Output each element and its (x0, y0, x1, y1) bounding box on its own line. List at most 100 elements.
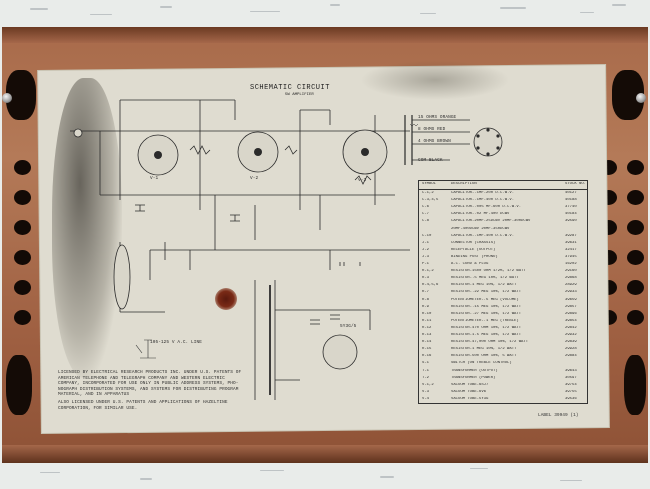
row-symbol: R-4,5,6 (422, 283, 439, 288)
row-stock: 29160 (565, 269, 577, 274)
ac-line-caption: 105-125 V A.C. LINE (150, 340, 202, 345)
header-stock: STOCK NO. (565, 182, 587, 186)
row-stock: 39854 (565, 318, 577, 323)
row-stock: 40184 (565, 212, 577, 217)
row-stock: 29839 (565, 340, 577, 345)
output-common: COM BLACK (418, 158, 443, 163)
row-symbol: R-1,2 (422, 269, 434, 274)
row-description: CAPACITOR-.1MF-400 D.C.W.V. (451, 233, 515, 238)
row-stock: 29868 (565, 276, 577, 281)
surface-speck (40, 472, 60, 473)
row-stock: 29932 (565, 333, 577, 337)
row-symbol: C-10 (422, 233, 432, 238)
row-symbol: C-1,2 (422, 191, 434, 195)
row-symbol: C-8 (422, 219, 430, 224)
row-description: RESISTOR-500 OHM 10%, 5 WATT (451, 354, 517, 359)
row-description: RECEPTACLE (OUTPUT) (451, 247, 496, 252)
label-part-code: LABEL 39949 (1) (538, 413, 579, 418)
row-description: SWITCH (ON TREBLE CONTROL) (451, 361, 512, 366)
row-symbol: R-15 (422, 347, 432, 352)
row-symbol: C-7 (422, 212, 430, 217)
row-symbol: T-1 (422, 368, 430, 373)
burn-mark (215, 288, 237, 310)
row-stock: 39287 (565, 233, 577, 238)
row-stock: 29933 (565, 290, 577, 295)
chassis-slot-left-bottom (6, 355, 32, 415)
row-stock: 37740 (565, 205, 577, 210)
row-description: CAPACITOR-.1MF-200 D.C.W.V. (451, 191, 515, 195)
row-description: RESISTOR-.22 MEG 10%, 1/2 WATT (451, 290, 522, 295)
row-description: CAPACITOR-.005 MF-600 D.C.W.V. (451, 205, 522, 210)
license-line: CORPORATION, FOR SIMILAR USE. (58, 405, 138, 411)
ventilation-hole (627, 280, 644, 295)
header-symbol: SYMBOL (422, 182, 437, 186)
row-description: RESISTOR-.15 MEG 10%, 1/2 WATT (451, 304, 522, 309)
row-symbol: R-14 (422, 340, 432, 345)
license-line: COMPANY, INCORPORATED FOR USE ONLY IN PU… (58, 381, 239, 387)
row-symbol: R-8 (422, 297, 430, 302)
surface-speck (160, 6, 172, 8)
ventilation-hole (14, 310, 31, 325)
row-symbol: J-1 (422, 240, 430, 245)
surface-speck (260, 470, 284, 471)
row-description: TRANSFORMER (OUTPUT) (451, 368, 498, 373)
row-stock: 39590 (565, 219, 577, 224)
surface-speck (30, 8, 48, 10)
ventilation-hole (627, 190, 644, 205)
ventilation-hole (627, 310, 644, 325)
chassis-slot-right-bottom (624, 355, 646, 415)
output-socket-symbol (473, 127, 503, 157)
row-description: RESISTOR-470 OHM 10%, 1/2 WATT (451, 325, 522, 330)
ventilation-hole (14, 250, 31, 265)
row-symbol: R-13 (422, 333, 432, 337)
row-description: VACUUM TUBE-6SJ7 (451, 382, 489, 387)
soot-stain (52, 78, 122, 378)
row-stock: 39643 (565, 368, 577, 373)
row-stock: 30597 (565, 375, 577, 380)
surface-speck (470, 468, 488, 469)
ventilation-hole (14, 190, 31, 205)
row-description: VACUUM TUBE-6V6 (451, 389, 487, 394)
row-description: A.C. CORD & PLUG (451, 262, 489, 266)
row-description: VACUUM TUBE-5Y3G (451, 396, 489, 401)
row-symbol: C-3,4,5 (422, 198, 439, 203)
parts-table-row: C-1,2 CAPACITOR-.1MF-200 D.C.W.V. 40127 (419, 190, 587, 198)
row-stock: 32417 (565, 247, 577, 252)
output-tap-15: 15 OHMS ORANGE (418, 115, 457, 120)
row-symbol: V-3 (422, 389, 430, 394)
row-description: RESISTOR-.27 MEG 10%, 1/2 WATT (451, 311, 522, 316)
ventilation-hole (14, 280, 31, 295)
row-symbol: R-10 (422, 311, 432, 316)
row-stock: 29857 (565, 304, 577, 309)
surface-speck (140, 478, 152, 480)
parts-table-row: C-10 CAPACITOR-.1MF-400 D.C.W.V. 39287 (419, 233, 587, 241)
ventilation-hole (14, 220, 31, 235)
row-stock: 39754 (565, 382, 577, 387)
license-line: ALSO LICENSED UNDER U.S. PATENTS AND APP… (58, 399, 228, 405)
tube-v4-symbol (322, 334, 358, 370)
row-symbol: R-3 (422, 276, 430, 281)
row-symbol: V-1,2 (422, 382, 434, 387)
license-text: LICENSED BY ELECTRICAL RESEARCH PRODUCTS… (58, 370, 278, 411)
row-symbol: V-4 (422, 396, 430, 401)
row-stock: 40127 (565, 191, 577, 195)
